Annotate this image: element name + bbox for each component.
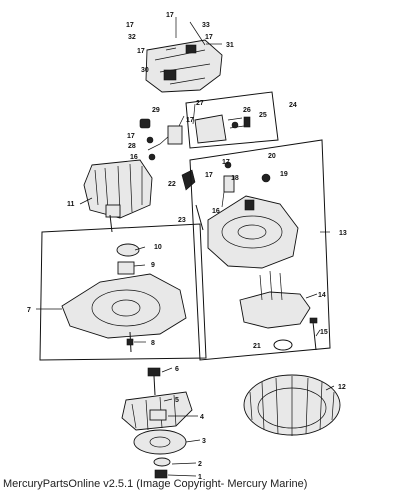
callout-28: 28 xyxy=(128,143,136,150)
callout-17a: 17 xyxy=(126,22,134,29)
callout-17h: 17 xyxy=(205,172,213,179)
callout-24: 24 xyxy=(289,102,297,109)
callout-3: 3 xyxy=(202,438,206,445)
drive-end-frame-box xyxy=(39,223,207,361)
callout-18: 18 xyxy=(231,175,239,182)
callout-15: 15 xyxy=(320,329,328,336)
callout-5: 5 xyxy=(175,397,179,404)
callout-1: 1 xyxy=(198,474,202,481)
copyright-footer: MercuryPartsOnline v2.5.1 (Image Copyrig… xyxy=(3,478,308,490)
callout-23: 23 xyxy=(178,217,186,224)
callout-17d: 17 xyxy=(137,48,145,55)
callout-26: 26 xyxy=(243,107,251,114)
callout-13: 13 xyxy=(339,230,347,237)
callout-17f: 17 xyxy=(127,133,135,140)
callout-20: 20 xyxy=(268,153,276,160)
rotor xyxy=(83,159,153,233)
callout-9: 9 xyxy=(151,262,155,269)
callout-17g: 17 xyxy=(222,159,230,166)
callout-30: 30 xyxy=(141,67,149,74)
callout-33: 33 xyxy=(202,22,210,29)
terminal-hardware xyxy=(139,103,196,161)
stator xyxy=(243,374,341,436)
callout-2: 2 xyxy=(198,461,202,468)
callout-14: 14 xyxy=(318,292,326,299)
slip-ring-end-frame-box xyxy=(189,139,331,361)
brush-holder-box xyxy=(185,91,279,149)
callout-16b: 16 xyxy=(212,208,220,215)
callout-31: 31 xyxy=(226,42,234,49)
pulley-fan-stack xyxy=(121,367,193,479)
leader-lines xyxy=(36,197,335,477)
callout-12: 12 xyxy=(338,384,346,391)
callout-labels: 17 17 33 32 17 31 17 30 27 24 29 26 25 1… xyxy=(27,12,347,481)
callout-4: 4 xyxy=(200,414,204,421)
rear-cover-assembly xyxy=(145,17,223,93)
regulator-parts xyxy=(181,169,204,231)
callout-17b: 17 xyxy=(166,12,174,19)
callout-21: 21 xyxy=(253,343,261,350)
callout-25: 25 xyxy=(259,112,267,119)
callout-11: 11 xyxy=(67,201,75,208)
callout-22: 22 xyxy=(168,181,176,188)
callout-16a: 16 xyxy=(130,154,138,161)
callout-6: 6 xyxy=(175,366,179,373)
callout-27: 27 xyxy=(196,100,204,107)
callout-10: 10 xyxy=(154,244,162,251)
callout-19: 19 xyxy=(280,171,288,178)
callout-8: 8 xyxy=(151,340,155,347)
callout-32: 32 xyxy=(128,34,136,41)
callout-7: 7 xyxy=(27,307,31,314)
callout-29: 29 xyxy=(152,107,160,114)
callout-17e: 17 xyxy=(186,117,194,124)
callout-17c: 17 xyxy=(205,34,213,41)
